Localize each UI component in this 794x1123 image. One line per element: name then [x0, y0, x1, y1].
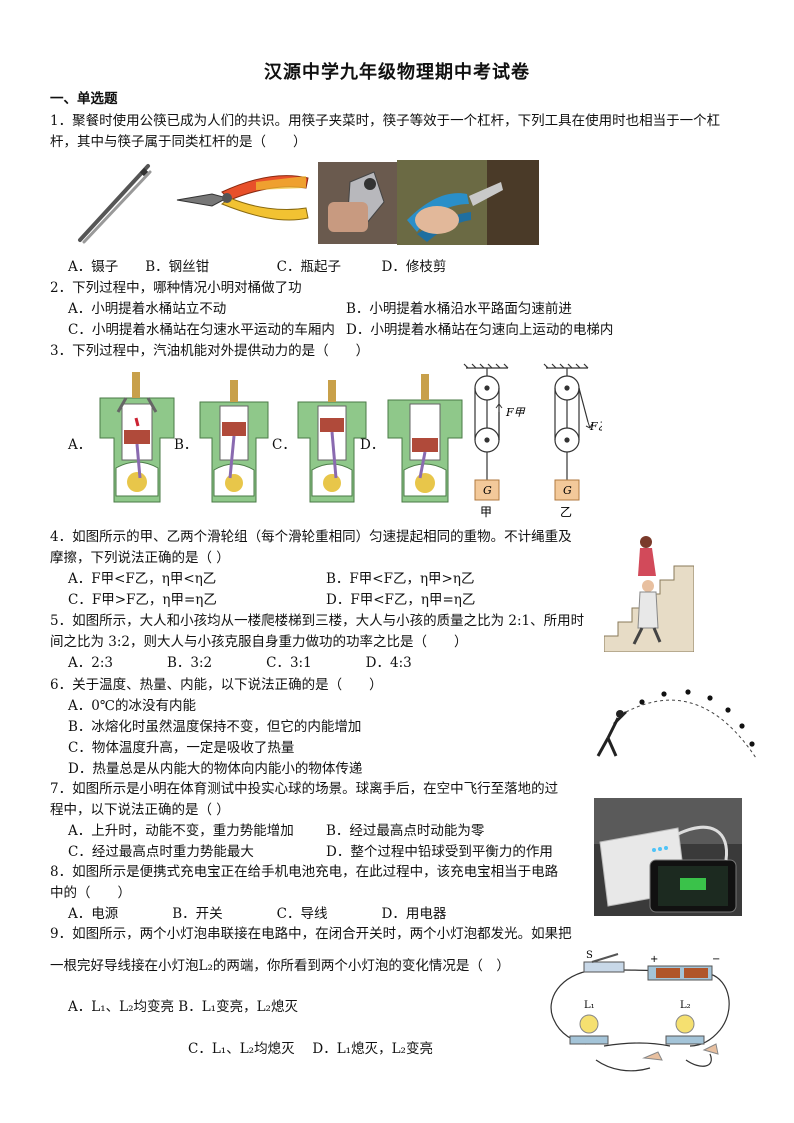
stairs-climbing-image: [604, 536, 694, 652]
pulley-jia-caption: 甲: [480, 505, 492, 519]
q3-label-c: C．: [272, 437, 296, 453]
q6-option-c: C．物体温度升高，一定是吸收了热量: [68, 740, 295, 756]
q4-stem-line1: 4．如图所示的甲、乙两个滑轮组（每个滑轮重相同）匀速提起相同的重物。不计绳重及: [50, 529, 572, 545]
circuit-bulb-l1-label: L₁: [584, 1000, 595, 1011]
engine-stroke-d-image: [387, 374, 463, 503]
q4-option-d: D．F甲<F乙，η甲=η乙: [326, 592, 476, 608]
q8-stem-line2: 中的（ ）: [50, 885, 131, 901]
circuit-bulb-l2-label: L₂: [680, 1000, 691, 1011]
q6-option-d: D．热量总是从内能大的物体向内能小的物体传递: [68, 761, 363, 777]
engine-stroke-b-image: [199, 380, 269, 503]
pulley-yi-caption: 乙: [560, 505, 572, 519]
pulley-systems-diagram: F甲 F乙 G G 甲 乙: [463, 363, 602, 519]
section-heading: 一、单选题: [50, 91, 118, 107]
q3-label-a: A．: [68, 437, 92, 453]
q4-option-b: B．F甲<F乙，η甲>η乙: [326, 571, 475, 587]
tweezers-image: [78, 164, 152, 244]
q5-stem-line1: 5．如图所示，大人和小孩均从一楼爬楼梯到三楼，大人与小孩的质量之比为 2:1、所…: [50, 613, 585, 629]
page-title: 汉源中学九年级物理期中考试卷: [264, 62, 530, 83]
q9-stem-line2: 一根完好导线接在小灯泡L₂的两端，你所看到两个小灯泡的变化情况是（ ）: [50, 958, 510, 974]
q9-options-ab: A．L₁、L₂均变亮 B．L₁变亮，L₂熄灭: [68, 999, 298, 1015]
bottle-opener-image: [318, 162, 398, 244]
engine-stroke-c-image: [297, 380, 367, 503]
q5-stem-line2: 间之比为 3:2，则大人与小孩克服自身重力做功的功率之比是（ ）: [50, 634, 468, 650]
q7-option-d: D．整个过程中铅球受到平衡力的作用: [326, 844, 553, 860]
q3-label-d: D．: [360, 437, 385, 453]
pulley-weight-jia-label: G: [483, 484, 492, 497]
pulley-force-jia-label: F甲: [505, 406, 526, 419]
q6-option-a: A．0℃的冰没有内能: [68, 698, 196, 714]
q3-stem: 3．下列过程中，汽油机能对外提供动力的是（ ）: [50, 343, 370, 359]
q4-option-a: A．F甲<F乙，η甲<η乙: [68, 571, 217, 587]
pulley-force-yi-label: F乙: [589, 420, 602, 433]
engine-stroke-a-image: [99, 372, 175, 503]
q2-stem: 2．下列过程中，哪种情况小明对桶做了功: [50, 280, 302, 296]
series-circuit-diagram: S + − L₁ L₂: [550, 950, 730, 1072]
circuit-plus-label: +: [650, 954, 658, 965]
q3-label-b: B．: [174, 437, 198, 453]
shot-put-trajectory-image: [596, 689, 757, 759]
q7-stem-line2: 程中，以下说法正确的是（ ）: [50, 802, 230, 818]
q1-stem-line2: 杆，其中与筷子属于同类杠杆的是（ ）: [50, 134, 307, 150]
q1-stem-line1: 1．聚餐时使用公筷已成为人们的共识。用筷子夹菜时，筷子等效于一个杠杆，下列工具在…: [50, 113, 721, 129]
q6-stem: 6．关于温度、热量、内能，以下说法正确的是（ ）: [50, 677, 383, 693]
q6-option-b: B．冰熔化时虽然温度保持不变，但它的内能增加: [68, 719, 362, 735]
q7-option-a: A．上升时，动能不变，重力势能增加: [68, 823, 294, 839]
q7-option-b: B．经过最高点时动能为零: [326, 823, 485, 839]
q4-stem-line2: 摩擦，下列说法正确的是（ ）: [50, 550, 230, 566]
circuit-minus-label: −: [712, 954, 720, 965]
q2-option-a: A．小明提着水桶站立不动: [68, 301, 227, 317]
q1-options: A．镊子 B．钢丝钳 C．瓶起子 D．修枝剪: [68, 259, 447, 275]
q9-stem-line1: 9．如图所示，两个小灯泡串联接在电路中，在闭合开关时，两个小灯泡都发光。如果把: [50, 926, 572, 942]
power-bank-charging-image: [594, 798, 742, 916]
q2-option-b: B．小明提着水桶沿水平路面匀速前进: [346, 301, 572, 317]
q2-option-d: D．小明提着水桶站在匀速向上运动的电梯内: [346, 322, 614, 338]
q7-stem-line1: 7．如图所示是小明在体育测试中投实心球的场景。球离手后，在空中飞行至落地的过: [50, 781, 559, 797]
circuit-switch-label: S: [586, 950, 593, 961]
q8-options: A．电源 B．开关 C．导线 D．用电器: [68, 906, 447, 922]
pliers-image: [176, 175, 309, 221]
q8-stem-line1: 8．如图所示是便携式充电宝正在给手机电池充电，在此过程中，该充电宝相当于电路: [50, 864, 559, 880]
q2-option-c: C．小明提着水桶站在匀速水平运动的车厢内: [68, 322, 335, 338]
q5-options: A．2:3 B．3:2 C．3:1 D．4:3: [68, 655, 412, 671]
pulley-weight-yi-label: G: [563, 484, 572, 497]
pruning-shears-image: [397, 160, 539, 245]
q4-option-c: C．F甲>F乙，η甲=η乙: [68, 592, 217, 608]
q7-option-c: C．经过最高点时重力势能最大: [68, 844, 254, 860]
q9-options-cd: C．L₁、L₂均熄灭 D．L₁熄灭，L₂变亮: [188, 1041, 433, 1057]
